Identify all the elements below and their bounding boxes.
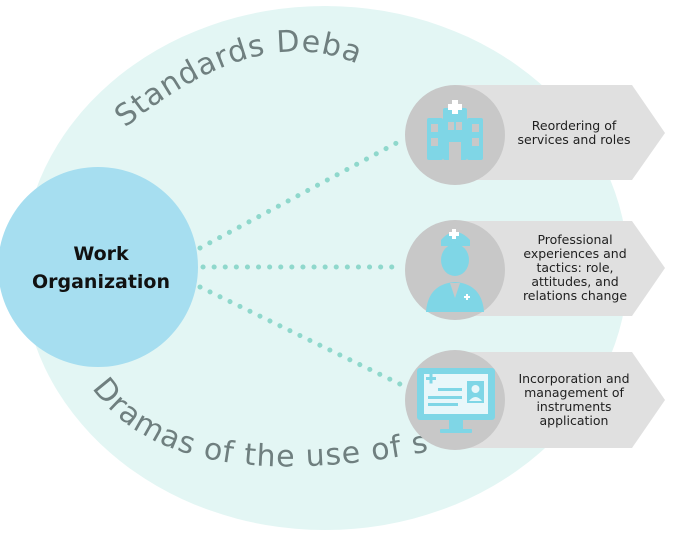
center-title: Work Organization	[14, 240, 188, 296]
item-label-1: Reordering of services and roles	[517, 118, 631, 147]
arrow-2	[456, 221, 665, 316]
item-label-3: Incorporation and management of instrume…	[518, 371, 630, 428]
nurse-icon	[426, 229, 484, 312]
hospital-icon	[427, 100, 483, 160]
medical-record-monitor-icon	[417, 368, 495, 433]
connector-3	[197, 284, 407, 389]
item-label-2: Professional experiences and tactics: ro…	[522, 232, 628, 303]
arrow-1	[456, 85, 665, 180]
center-circle	[0, 167, 198, 367]
center-title-line1: Work	[73, 243, 129, 265]
center-title-line2: Organization	[31, 271, 171, 293]
arrow-3	[456, 352, 665, 448]
